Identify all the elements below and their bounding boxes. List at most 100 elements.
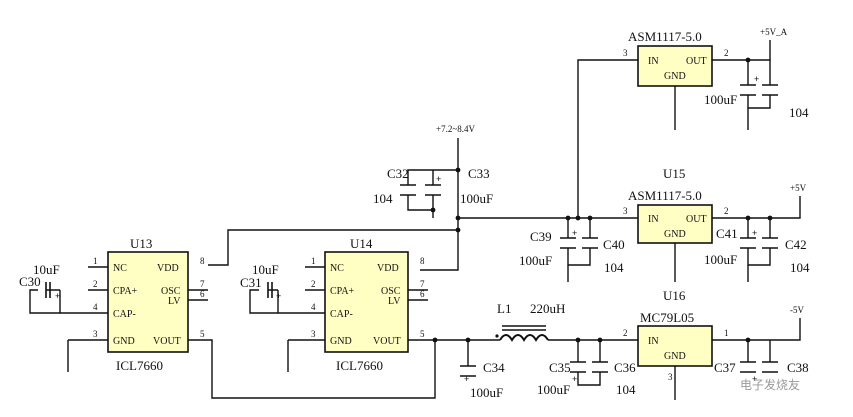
u16-pin-number: 1 <box>724 328 729 338</box>
polarity-mark: + <box>752 374 757 384</box>
c32-value: 104 <box>373 191 393 206</box>
u15-ref: U15 <box>663 166 685 181</box>
polarity-mark: + <box>436 174 441 184</box>
u16-part: MC79L05 <box>640 310 694 325</box>
u13-chip-body <box>107 251 189 353</box>
u13-pin-number: 6 <box>200 289 205 299</box>
u16-regulator-body <box>637 325 713 367</box>
u13-pin-number: 8 <box>200 256 205 266</box>
c42-ref: C42 <box>785 237 807 252</box>
wiring <box>29 40 801 400</box>
c31-value: 10uF <box>252 262 279 277</box>
junction-dot <box>455 167 461 173</box>
u16-pin-number: 3 <box>668 372 673 382</box>
junction-dot <box>575 215 581 221</box>
u13-pin-label: CPA+ <box>113 286 138 297</box>
top-out-100uf-value: 100uF <box>704 92 737 107</box>
u15-pin-number: 3 <box>623 206 628 216</box>
c39-ref: C39 <box>530 229 552 244</box>
u14-pin-number: 1 <box>311 256 316 266</box>
u15-regulator-body <box>637 204 713 244</box>
top-regulator-pin-label: GND <box>664 71 686 82</box>
top-regulator-pin-label: OUT <box>686 56 707 67</box>
u14-pin-label: CPA+ <box>330 286 355 297</box>
u14-pin-number: 6 <box>420 289 425 299</box>
u13-pin-number: 5 <box>200 329 205 339</box>
u13-pin-label: LV <box>168 296 181 307</box>
u14-pin-number: 8 <box>420 256 425 266</box>
polarity-mark: + <box>752 228 757 238</box>
polarity-mark: + <box>572 374 577 384</box>
c41-value: 100uF <box>704 252 737 267</box>
c40-value: 104 <box>604 260 624 275</box>
l1-value: 220uH <box>530 301 565 316</box>
c33-value: 100uF <box>460 191 493 206</box>
top-regulator-pin-number: 3 <box>623 48 628 58</box>
junction-dot <box>565 215 571 221</box>
polarity-mark: + <box>754 74 759 84</box>
u14-pin-number: 5 <box>420 329 425 339</box>
c35-ref: C35 <box>549 360 571 375</box>
watermark-logo: 电子发烧友 <box>740 377 800 392</box>
u14-pin-label: OSC <box>381 286 401 297</box>
c32-ref: C32 <box>387 166 409 181</box>
u13-pin-number: 7 <box>200 279 205 289</box>
c35-value: 100uF <box>537 382 570 397</box>
u14-pin-number: 2 <box>311 279 316 289</box>
c39-value: 100uF <box>519 253 552 268</box>
u16-pin-number: 2 <box>623 328 628 338</box>
u13-pin-number: 3 <box>93 329 98 339</box>
c33-ref: C33 <box>468 166 490 181</box>
junction-dots <box>430 57 773 343</box>
u14-part: ICL7660 <box>336 358 383 373</box>
u14-chip-body <box>324 251 409 353</box>
junction-dot <box>597 337 603 343</box>
c36-capacitor <box>592 361 608 373</box>
u14-pin-label: CAP- <box>330 309 353 320</box>
c34-value: 100uF <box>470 385 503 400</box>
l1-ref: L1 <box>497 301 511 316</box>
top-regulator-body <box>637 45 713 87</box>
u15-part: ASM1117-5.0 <box>628 188 702 203</box>
u13-pin-label: NC <box>113 263 127 274</box>
junction-dot <box>455 227 461 233</box>
v5a-rail-label: +5V_A <box>760 27 788 37</box>
c34-capacitor <box>460 365 476 377</box>
c37-capacitor <box>740 361 756 373</box>
c30-value: 10uF <box>33 262 60 277</box>
junction-dot <box>587 215 593 221</box>
u13-pin-number: 2 <box>93 279 98 289</box>
c40-ref: C40 <box>603 237 625 252</box>
top-out-104-value: 104 <box>789 105 809 120</box>
junction-dot <box>745 215 751 221</box>
top-regulator-pin-number: 2 <box>724 48 729 58</box>
top-out-104-capacitor <box>762 84 778 96</box>
u13-pin-number: 4 <box>93 302 98 312</box>
c32-capacitor <box>400 184 416 196</box>
l1-polarity-dot <box>495 334 499 338</box>
c31-capacitor <box>267 282 273 298</box>
polarity-mark: + <box>572 228 577 238</box>
c39-capacitor <box>560 237 576 249</box>
c34-ref: C34 <box>483 360 505 375</box>
c30-capacitor <box>45 282 51 298</box>
polarity-mark: + <box>276 291 281 301</box>
u15-pin-label: GND <box>664 229 686 240</box>
polarity-mark: + <box>55 291 60 301</box>
junction-dot <box>430 207 436 213</box>
u14-pin-label: NC <box>330 263 344 274</box>
junction-dot <box>465 337 471 343</box>
u13-pin-label: GND <box>113 336 135 347</box>
c41-ref: C41 <box>716 226 738 241</box>
u16-pin-label: GND <box>664 351 686 362</box>
u14-pin-label: GND <box>330 336 352 347</box>
vneg5-rail-label: -5V <box>790 305 804 315</box>
u14-pin-label: VDD <box>377 263 399 274</box>
top-regulator-part: ASM1117-5.0 <box>628 29 702 44</box>
u14-pin-number: 4 <box>311 302 316 312</box>
c37-ref: C37 <box>714 360 736 375</box>
u13-ref: U13 <box>130 236 152 251</box>
c38-ref: C38 <box>787 360 809 375</box>
c40-capacitor <box>582 237 598 249</box>
